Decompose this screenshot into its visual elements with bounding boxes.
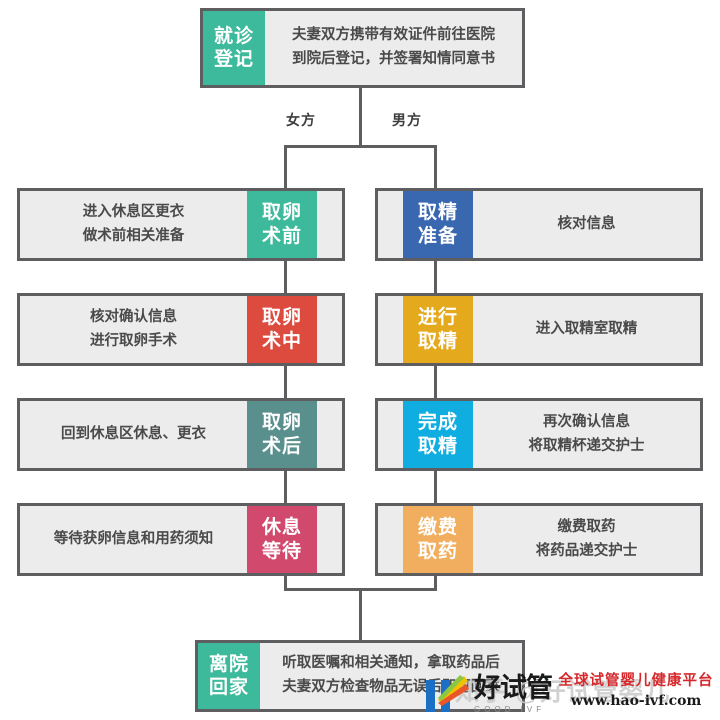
node-male-step-3-body-line-1: 再次确认信息 (543, 413, 630, 430)
connector-start-down (359, 88, 362, 148)
node-male-step-1-tag: 取精 准备 (403, 191, 473, 258)
node-female-step-4-tag-line-1: 休息 (261, 517, 302, 539)
node-start-body-line-2: 到院后登记，并签署知情同意书 (292, 51, 495, 67)
node-female-step-4-pad (317, 506, 342, 573)
node-start-tag: 就诊 登记 (203, 11, 265, 85)
brand-tagline-group: 全球试管婴儿健康平台 www.hao-ivf.com (556, 673, 716, 709)
node-female-step-2-tag-line-1: 取卵 (261, 307, 302, 329)
logo-text-group: 好试管 GOOD IVF (474, 672, 553, 714)
node-male-step-1-tag-line-1: 取精 (417, 202, 458, 224)
node-male-step-4-body: 缴费取药 将药品递交护士 (473, 506, 700, 573)
node-female-step-2-body-line-2: 进行取卵手术 (90, 332, 177, 349)
node-male-step-2-tag-line-1: 进行 (417, 307, 458, 329)
node-male-step-2-body: 进入取精室取精 (473, 296, 700, 363)
branch-label-male: 男方 (392, 112, 422, 128)
brand-logo: 好试管 GOOD IVF (424, 672, 553, 716)
node-male-step-4-body-line-2: 将药品递交护士 (535, 542, 638, 559)
node-male-step-2-tag: 进行 取精 (403, 296, 473, 363)
node-female-step-1-pad (317, 191, 342, 258)
node-male-step-1-body: 核对信息 (473, 191, 700, 258)
node-end-body-line-1: 听取医嘱和相关通知，拿取药品后 (282, 655, 500, 672)
logo-name: 好试管 (474, 672, 553, 704)
node-end-tag: 离院 回家 (198, 643, 260, 709)
node-female-step-4-body: 等待获卵信息和用药须知 (20, 506, 247, 573)
node-female-step-3-tag-line-1: 取卵 (261, 412, 302, 434)
node-female-step-1-tag: 取卵 术前 (247, 191, 317, 258)
node-male-step-3-tag-line-2: 取精 (417, 435, 458, 457)
node-start-tag-line-2: 登记 (213, 49, 254, 70)
connector-male-branch-down (434, 145, 437, 191)
node-male-step-1-tag-line-2: 准备 (417, 225, 458, 247)
node-female-step-4-body-line-1: 等待获卵信息和用药须知 (53, 530, 214, 547)
node-male-step-4-body-line-1: 缴费取药 (557, 518, 616, 535)
node-start-tag-line-1: 就诊 (213, 25, 254, 47)
node-female-step-4-tag: 休息 等待 (247, 506, 317, 573)
logo-mark-icon (424, 674, 470, 714)
connector-female-branch-down (284, 145, 287, 191)
branch-label-female: 女方 (286, 112, 316, 128)
node-male-step-1-pad (378, 191, 403, 258)
node-male-step-4-tag: 缴费 取药 (403, 506, 473, 573)
node-female-step-3-tag: 取卵 术后 (247, 401, 317, 468)
connector-merge-down (359, 588, 362, 642)
node-male-step-1-body-line-1: 核对信息 (557, 215, 616, 232)
node-female-step-2-tag-line-2: 术中 (261, 330, 302, 352)
node-female-step-3-pad (317, 401, 342, 468)
node-male-step-3-pad (378, 401, 403, 468)
node-male-step-3-body: 再次确认信息 将取精杯递交护士 (473, 401, 700, 468)
node-start-body-line-1: 夫妻双方携带有效证件前往医院 (292, 27, 495, 44)
node-female-step-1-body-line-1: 进入休息区更衣 (82, 203, 185, 220)
node-male-step-3-tag: 完成 取精 (403, 401, 473, 468)
node-male-step-3[interactable]: 完成 取精 再次确认信息 将取精杯递交护士 (375, 398, 703, 471)
node-male-step-2-body-line-1: 进入取精室取精 (535, 320, 638, 337)
node-female-step-3[interactable]: 回到休息区休息、更衣 取卵 术后 (17, 398, 345, 471)
node-male-step-3-tag-line-1: 完成 (417, 412, 458, 434)
node-end-tag-line-1: 离院 (208, 653, 249, 675)
node-start-body: 夫妻双方携带有效证件前往医院 到院后登记，并签署知情同意书 (265, 11, 522, 85)
node-male-step-4-tag-line-1: 缴费 (417, 517, 458, 539)
node-female-step-2-body-line-1: 核对确认信息 (90, 308, 177, 325)
node-male-step-2[interactable]: 进行 取精 进入取精室取精 (375, 293, 703, 366)
node-female-step-2-tag: 取卵 术中 (247, 296, 317, 363)
connector-male-2 (434, 363, 437, 401)
node-start[interactable]: 就诊 登记 夫妻双方携带有效证件前往医院 到院后登记，并签署知情同意书 (200, 8, 525, 88)
node-female-step-1-tag-line-2: 术前 (261, 225, 302, 247)
connector-male-1 (434, 258, 437, 296)
connector-female-3 (284, 468, 287, 506)
node-female-step-1-tag-line-1: 取卵 (261, 202, 302, 224)
node-male-step-2-pad (378, 296, 403, 363)
node-female-step-2-body: 核对确认信息 进行取卵手术 (20, 296, 247, 363)
node-female-step-1-body: 进入休息区更衣 做术前相关准备 (20, 191, 247, 258)
connector-male-3 (434, 468, 437, 506)
node-female-step-3-tag-line-2: 术后 (261, 435, 302, 457)
connector-male-4 (434, 573, 437, 591)
node-male-step-4-pad (378, 506, 403, 573)
node-female-step-4-tag-line-2: 等待 (261, 540, 302, 562)
node-female-step-4[interactable]: 等待获卵信息和用药须知 休息 等待 (17, 503, 345, 576)
node-female-step-2[interactable]: 核对确认信息 进行取卵手术 取卵 术中 (17, 293, 345, 366)
node-male-step-1[interactable]: 取精 准备 核对信息 (375, 188, 703, 261)
node-female-step-3-body: 回到休息区休息、更衣 (20, 401, 247, 468)
node-female-step-2-pad (317, 296, 342, 363)
node-end[interactable]: 离院 回家 听取医嘱和相关通知，拿取药品后 夫妻双方检查物品无误后即可回家 (195, 640, 525, 712)
connector-branch-horizontal (284, 145, 437, 148)
logo-subtitle: GOOD IVF (474, 704, 546, 714)
node-male-step-3-body-line-2: 将取精杯递交护士 (528, 437, 645, 454)
node-female-step-1[interactable]: 进入休息区更衣 做术前相关准备 取卵 术前 (17, 188, 345, 261)
connector-female-2 (284, 363, 287, 401)
node-end-tag-line-2: 回家 (208, 677, 249, 698)
node-male-step-4[interactable]: 缴费 取药 缴费取药 将药品递交护士 (375, 503, 703, 576)
brand-tagline: 全球试管婴儿健康平台 (558, 673, 714, 689)
node-female-step-1-body-line-2: 做术前相关准备 (82, 227, 185, 244)
node-male-step-4-tag-line-2: 取药 (417, 540, 458, 562)
node-female-step-3-body-line-1: 回到休息区休息、更衣 (61, 425, 206, 442)
node-male-step-2-tag-line-2: 取精 (417, 330, 458, 352)
connector-female-1 (284, 258, 287, 296)
connector-female-4 (284, 573, 287, 591)
brand-url: www.hao-ivf.com (570, 693, 702, 710)
